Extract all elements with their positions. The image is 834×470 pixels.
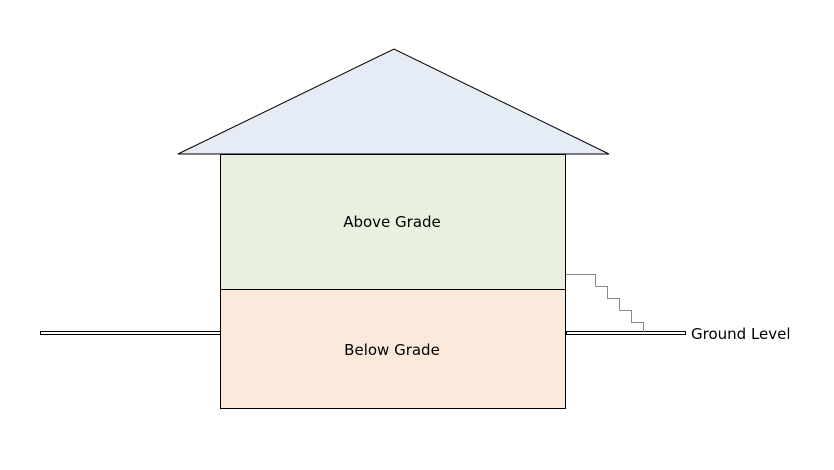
below-grade-label: Below Grade <box>344 341 440 359</box>
ground-line-left <box>40 331 221 335</box>
stairs <box>566 274 644 332</box>
below-grade-section <box>220 289 566 409</box>
above-grade-section <box>220 154 566 290</box>
ground-line-right <box>566 331 686 335</box>
above-grade-label: Above Grade <box>343 213 441 231</box>
ground-level-label: Ground Level <box>691 325 791 343</box>
roof <box>177 48 610 155</box>
